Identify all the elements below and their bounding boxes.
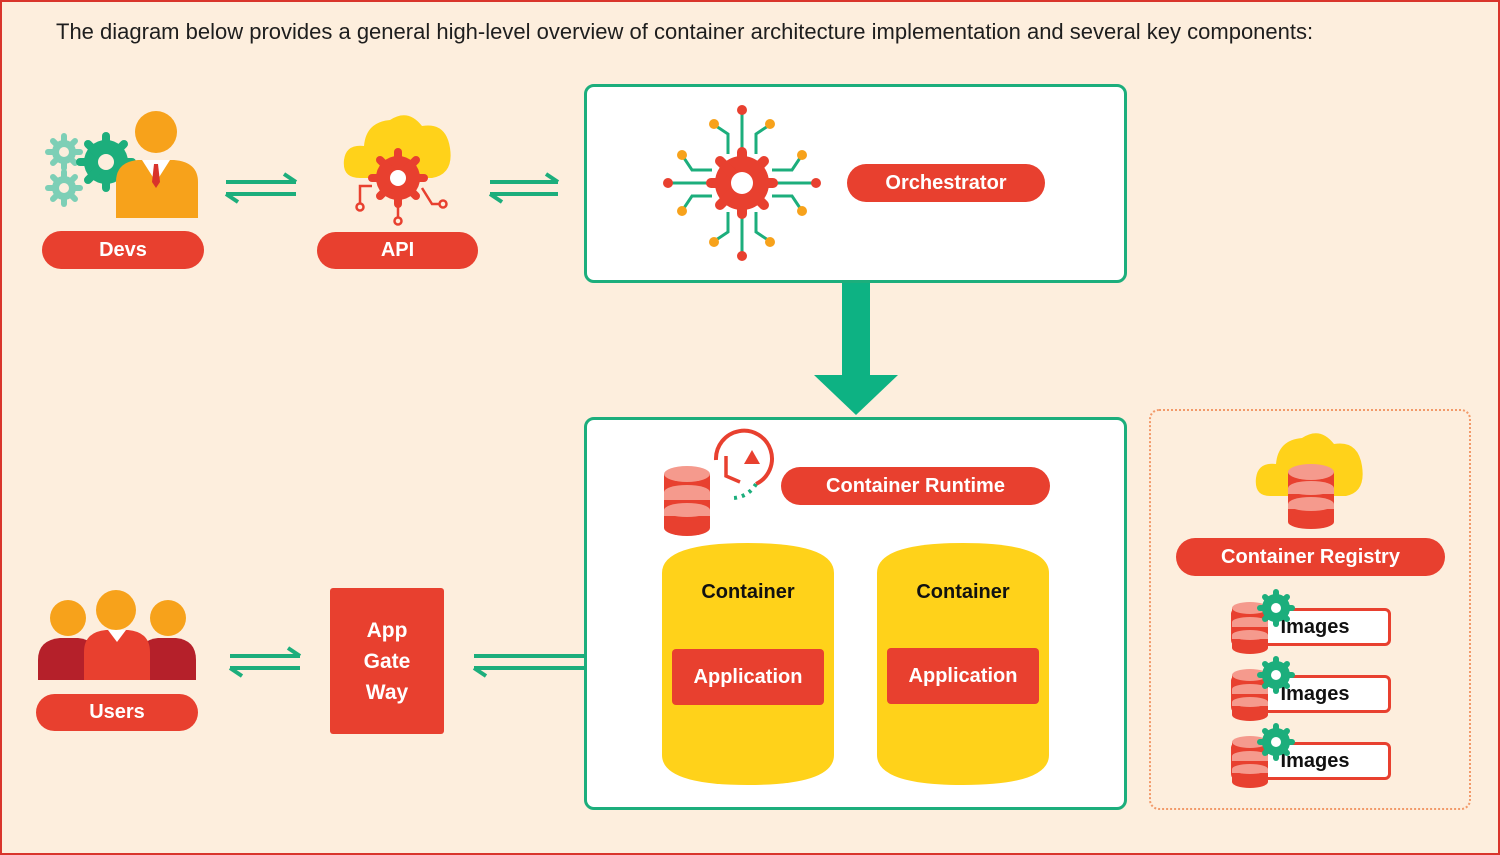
bidirectional-arrow-icon — [228, 646, 302, 678]
container-title: Container — [701, 581, 795, 603]
gateway-line-2: Gate — [363, 649, 411, 673]
database-gear-icon — [1232, 723, 1295, 788]
application-label: Application — [887, 648, 1039, 704]
cloud-database-icon — [1255, 433, 1363, 529]
gateway-line-3: Way — [365, 680, 409, 704]
container-registry-box — [1149, 409, 1471, 810]
devs-label: Devs — [42, 231, 204, 269]
orchestrator-label: Orchestrator — [847, 164, 1045, 202]
app-gateway-box: App Gate Way — [330, 588, 444, 734]
gateway-line-1: App — [366, 618, 408, 642]
application-label: Application — [672, 649, 824, 705]
bidirectional-arrow-icon — [224, 172, 298, 204]
api-label: API — [317, 232, 478, 269]
down-arrow-icon — [814, 283, 898, 415]
developer-with-gears-icon — [45, 111, 198, 218]
database-gear-icon — [1232, 589, 1295, 654]
cloud-gear-icon — [343, 115, 451, 226]
bidirectional-arrow-icon — [488, 172, 560, 204]
container-1: Container Application — [662, 543, 834, 785]
circuit-gear-icon — [663, 105, 821, 261]
users-group-icon — [38, 590, 196, 680]
users-label: Users — [36, 694, 198, 731]
intro-text: The diagram below provides a general hig… — [56, 19, 1314, 44]
database-clock-icon — [664, 428, 774, 536]
database-gear-icon — [1232, 656, 1295, 721]
container-title: Container — [916, 581, 1010, 603]
container-registry-label: Container Registry — [1176, 538, 1445, 576]
image-tag-2: Images — [1231, 675, 1391, 713]
container-2: Container Application — [877, 543, 1049, 785]
container-runtime-label: Container Runtime — [781, 467, 1050, 505]
